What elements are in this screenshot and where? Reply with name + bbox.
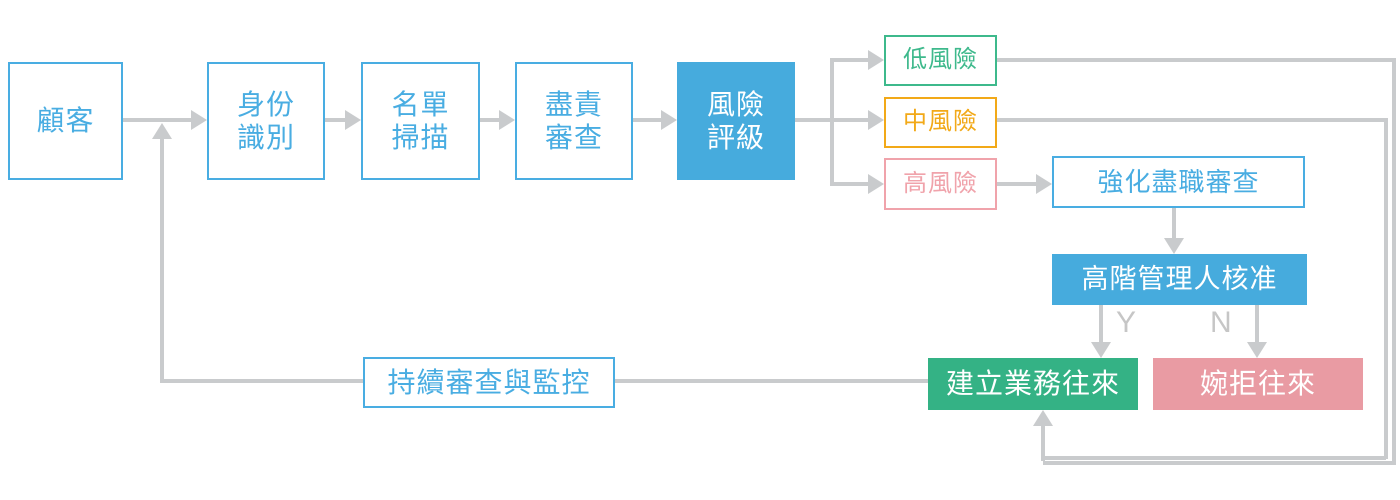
- arrowhead-screening-icon: [345, 110, 361, 130]
- connector-split-low: [832, 58, 870, 62]
- arrowhead-establish-icon: [1091, 342, 1111, 358]
- arrowhead-low-icon: [868, 50, 884, 70]
- arrowhead-high-icon: [868, 174, 884, 194]
- node-decline: 婉拒往來: [1153, 358, 1363, 410]
- connector-monitor-up: [160, 137, 164, 383]
- arrowhead-rating-icon: [661, 110, 677, 130]
- connector-approval-establish: [1099, 305, 1103, 344]
- arrowhead-cdd-icon: [499, 110, 515, 130]
- arrowhead-mid-icon: [868, 110, 884, 130]
- connector-split-vertical: [830, 58, 834, 186]
- node-cdd-label: 盡責 審查: [544, 88, 603, 153]
- arrowhead-loop-establish-icon: [1033, 410, 1053, 426]
- node-mid-risk: 中風險: [884, 97, 997, 148]
- node-cdd: 盡責 審查: [515, 62, 633, 180]
- connector-customer-identity: [123, 118, 193, 122]
- node-identity: 身份 識別: [207, 62, 325, 180]
- edge-label-no: N: [1210, 306, 1232, 339]
- connector-mid-right: [997, 118, 1388, 122]
- node-low-risk-label: 低風險: [903, 46, 978, 74]
- node-low-risk: 低風險: [884, 35, 997, 86]
- connector-low-right: [997, 58, 1396, 62]
- connector-low-bottom: [1043, 461, 1394, 465]
- connector-low-down: [1392, 58, 1396, 465]
- arrowhead-monitor-mainline-icon: [152, 123, 172, 139]
- connector-cdd-rating: [633, 118, 663, 122]
- connector-screening-cdd: [480, 118, 501, 122]
- connector-mid-bottom: [1043, 456, 1386, 460]
- connector-approval-decline: [1255, 305, 1259, 344]
- node-monitor: 持續審查與監控: [363, 357, 615, 408]
- connector-split-high: [832, 182, 870, 186]
- connector-loop-up: [1041, 424, 1045, 461]
- connector-edd-approval: [1172, 208, 1176, 240]
- node-approval: 高階管理人核准: [1052, 254, 1307, 305]
- node-mid-risk-label: 中風險: [903, 108, 978, 136]
- connector-split-mid: [832, 118, 870, 122]
- connector-mid-down: [1384, 118, 1388, 459]
- node-establish-label: 建立業務往來: [945, 368, 1120, 400]
- connector-high-edd: [997, 182, 1038, 186]
- node-establish: 建立業務往來: [928, 358, 1138, 410]
- node-customer: 顧客: [8, 62, 123, 180]
- node-customer-label: 顧客: [36, 105, 95, 137]
- node-monitor-label: 持續審查與監控: [387, 366, 591, 398]
- arrowhead-edd-icon: [1036, 174, 1052, 194]
- node-screening-label: 名單 掃描: [391, 88, 450, 153]
- node-screening: 名單 掃描: [361, 62, 480, 180]
- edge-label-yes: Y: [1116, 306, 1137, 339]
- node-identity-label: 身份 識別: [236, 88, 295, 153]
- node-high-risk: 高風險: [884, 158, 997, 210]
- node-edd: 強化盡職審查: [1052, 156, 1305, 208]
- connector-identity-screening: [325, 118, 347, 122]
- arrowhead-decline-icon: [1247, 342, 1267, 358]
- connector-rating-split: [795, 118, 834, 122]
- node-rating: 風險 評級: [677, 62, 795, 180]
- node-approval-label: 高階管理人核准: [1081, 263, 1278, 294]
- node-edd-label: 強化盡職審查: [1097, 166, 1260, 197]
- node-high-risk-label: 高風險: [903, 169, 978, 197]
- node-rating-label: 風險 評級: [706, 88, 765, 153]
- arrowhead-identity-icon: [191, 110, 207, 130]
- arrowhead-approval-icon: [1164, 238, 1184, 254]
- node-decline-label: 婉拒往來: [1199, 368, 1316, 400]
